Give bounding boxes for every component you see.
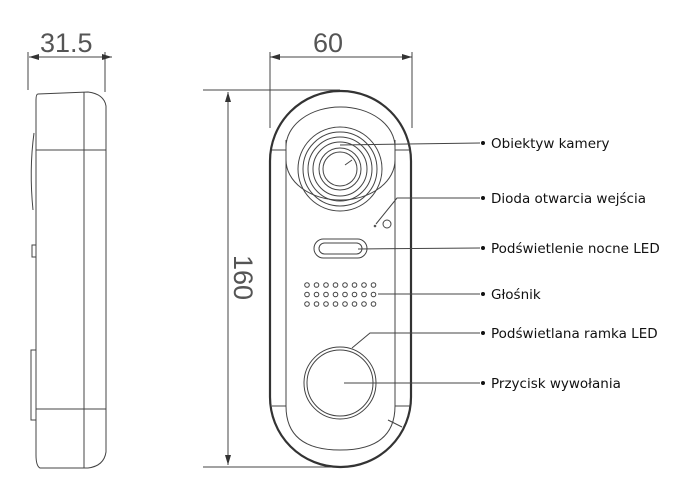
speaker-hole — [370, 301, 377, 307]
height-dimension: 160 — [228, 255, 258, 300]
speaker-hole — [370, 282, 377, 288]
speaker-hole — [342, 301, 348, 307]
svg-text:Obiektyw kamery: Obiektyw kamery — [491, 136, 610, 152]
speaker-hole — [351, 291, 358, 298]
label-camera-lens: Obiektyw kamery — [481, 136, 610, 152]
label-night-led: Podświetlenie nocne LED — [481, 241, 660, 257]
speaker-hole — [351, 282, 358, 288]
speaker-hole — [313, 282, 320, 288]
width-dimension: 60 — [313, 28, 343, 58]
entry-led-icon — [373, 224, 377, 228]
label-speaker: Głośnik — [481, 287, 541, 303]
callout-labels: Obiektyw kamery Dioda otwarcia wejścia P… — [481, 136, 660, 392]
label-led-frame: Podświetlana ramka LED — [481, 326, 658, 342]
speaker-hole — [370, 291, 377, 298]
speaker-hole — [342, 291, 348, 298]
svg-text:Dioda otwarcia wejścia: Dioda otwarcia wejścia — [491, 191, 646, 207]
svg-text:Podświetlenie nocne LED: Podświetlenie nocne LED — [491, 241, 660, 257]
svg-text:Głośnik: Głośnik — [491, 287, 541, 303]
label-call-button: Przycisk wywołania — [481, 376, 621, 392]
speaker-hole — [361, 282, 367, 288]
speaker-hole — [323, 291, 329, 298]
speaker-hole — [313, 291, 320, 298]
speaker-hole — [304, 301, 310, 307]
speaker-hole — [361, 291, 367, 298]
speaker-hole — [332, 282, 339, 288]
speaker-hole — [313, 301, 320, 307]
svg-text:Podświetlana ramka LED: Podświetlana ramka LED — [491, 326, 658, 342]
speaker-hole — [332, 301, 339, 307]
speaker-hole — [304, 291, 310, 298]
speaker-hole — [351, 301, 358, 307]
front-view — [268, 89, 413, 469]
leader-lines — [339, 142, 481, 428]
speaker-grille — [304, 282, 377, 307]
speaker-hole — [332, 291, 339, 298]
speaker-hole — [323, 282, 329, 288]
camera-lens-icon — [297, 126, 383, 212]
speaker-hole — [323, 301, 329, 307]
key-icon — [382, 219, 392, 229]
depth-dimension: 31.5 — [40, 28, 93, 58]
speaker-hole — [342, 282, 348, 288]
speaker-hole — [361, 301, 367, 307]
svg-text:Przycisk wywołania: Przycisk wywołania — [491, 376, 621, 392]
speaker-hole — [304, 282, 310, 288]
side-view: 31.5 — [27, 28, 112, 469]
label-entry-led: Dioda otwarcia wejścia — [481, 191, 646, 207]
